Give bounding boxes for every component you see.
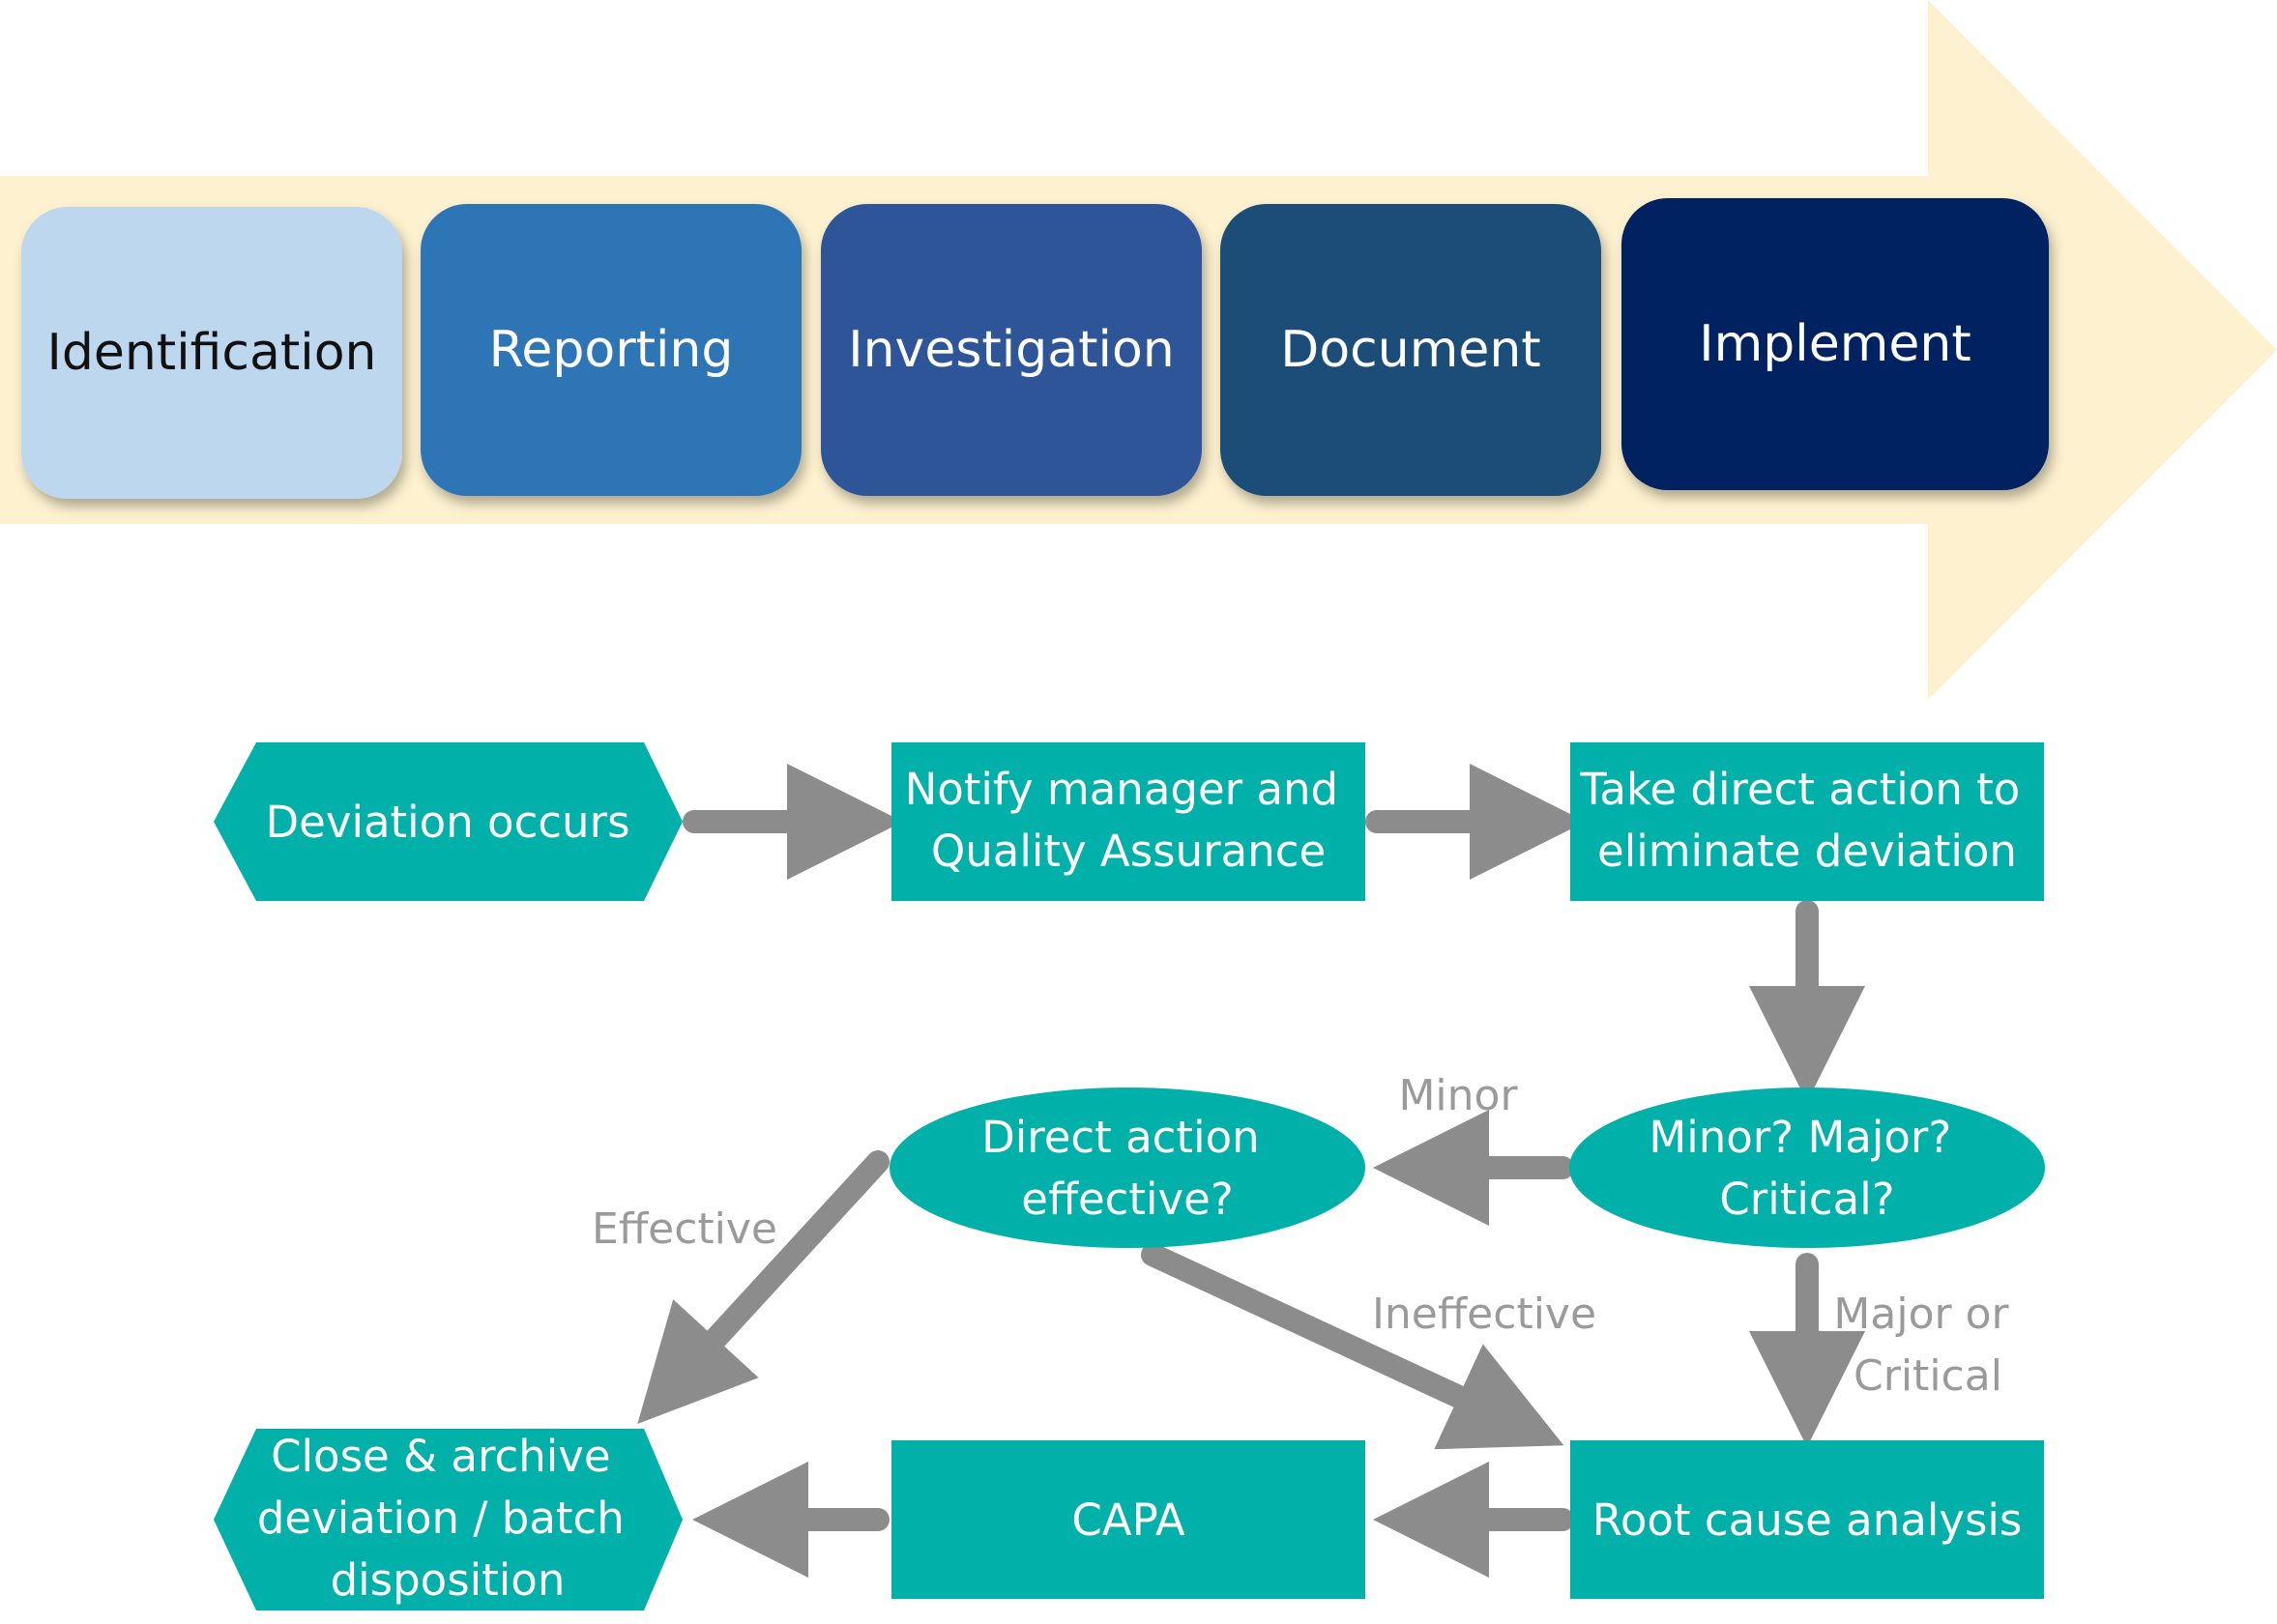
label-minor: Minor xyxy=(1398,1071,1518,1120)
node-classify-line-1: Minor? Major? xyxy=(1649,1112,1951,1163)
node-root-cause-label: Root cause analysis xyxy=(1592,1494,2023,1546)
step-document: Document xyxy=(1220,204,1601,496)
node-classify xyxy=(1569,1088,2045,1248)
node-close-archive-line-2: deviation / batch xyxy=(257,1493,625,1544)
step-implement: Implement xyxy=(1621,198,2049,490)
step-box-identification xyxy=(21,207,402,499)
node-direct-action xyxy=(1570,742,2044,901)
node-root-cause xyxy=(1570,1440,2044,1599)
node-root-cause-line-1: Root cause analysis xyxy=(1592,1494,2023,1546)
step-label-implement: Implement xyxy=(1699,315,1970,373)
step-label-reporting: Reporting xyxy=(489,321,734,379)
node-effective-check-line-2: effective? xyxy=(1021,1174,1233,1225)
label-effective: Effective xyxy=(592,1204,777,1254)
node-deviation-occurs xyxy=(214,742,683,901)
step-box-investigation xyxy=(821,204,1202,496)
flowchart-node-texts: Deviation occurs Notify manager and Qual… xyxy=(257,764,2033,1606)
step-box-document xyxy=(1220,204,1601,496)
label-major-or-critical: Major or Critical xyxy=(1833,1290,2022,1401)
node-notify-label: Notify manager and Quality Assurance xyxy=(905,764,1353,877)
arrow-effective xyxy=(637,1150,890,1425)
node-close-archive-line-3: disposition xyxy=(331,1554,566,1606)
node-capa xyxy=(891,1440,1365,1599)
arrow-ineffective xyxy=(1141,1243,1564,1450)
step-identification: Identification xyxy=(21,207,402,499)
node-effective-check xyxy=(890,1088,1365,1248)
label-major-or-critical-line-1: Major or xyxy=(1833,1290,2009,1339)
node-deviation-occurs-line-1: Deviation occurs xyxy=(265,797,629,848)
step-investigation: Investigation xyxy=(821,204,1202,496)
node-direct-action-line-1: Take direct action to xyxy=(1579,764,2020,815)
node-notify-line-1: Notify manager and xyxy=(905,764,1339,815)
node-close-archive-label: Close & archive deviation / batch dispos… xyxy=(257,1431,638,1606)
label-ineffective: Ineffective xyxy=(1372,1290,1596,1339)
node-classify-label: Minor? Major? Critical? xyxy=(1649,1112,1965,1225)
step-label-document: Document xyxy=(1280,321,1540,379)
flowchart-nodes xyxy=(214,742,2045,1610)
node-notify-line-2: Quality Assurance xyxy=(931,826,1326,877)
label-major-or-critical-line-2: Critical xyxy=(1854,1351,2002,1401)
node-capa-label: CAPA xyxy=(1071,1494,1184,1546)
node-classify-line-2: Critical? xyxy=(1719,1174,1894,1225)
step-box-reporting xyxy=(421,204,802,496)
step-label-investigation: Investigation xyxy=(848,321,1174,379)
node-direct-action-label: Take direct action to eliminate deviatio… xyxy=(1579,764,2033,877)
node-capa-line-1: CAPA xyxy=(1071,1494,1184,1546)
process-steps: Identification Reporting Investigation D… xyxy=(21,198,2049,499)
node-notify xyxy=(891,742,1365,901)
node-deviation-occurs-label: Deviation occurs xyxy=(265,797,629,848)
node-direct-action-line-2: eliminate deviation xyxy=(1597,826,2017,877)
step-reporting: Reporting xyxy=(421,204,802,496)
step-label-identification: Identification xyxy=(47,324,377,382)
step-box-implement xyxy=(1621,198,2049,490)
node-effective-check-label: Direct action effective? xyxy=(981,1112,1273,1225)
connector-labels: Minor Effective Ineffective Major or Cri… xyxy=(592,1071,2022,1401)
node-effective-check-line-1: Direct action xyxy=(981,1112,1260,1163)
node-close-archive-line-1: Close & archive xyxy=(271,1431,610,1482)
flow-connectors xyxy=(637,764,1865,1578)
node-close-archive xyxy=(214,1429,683,1610)
